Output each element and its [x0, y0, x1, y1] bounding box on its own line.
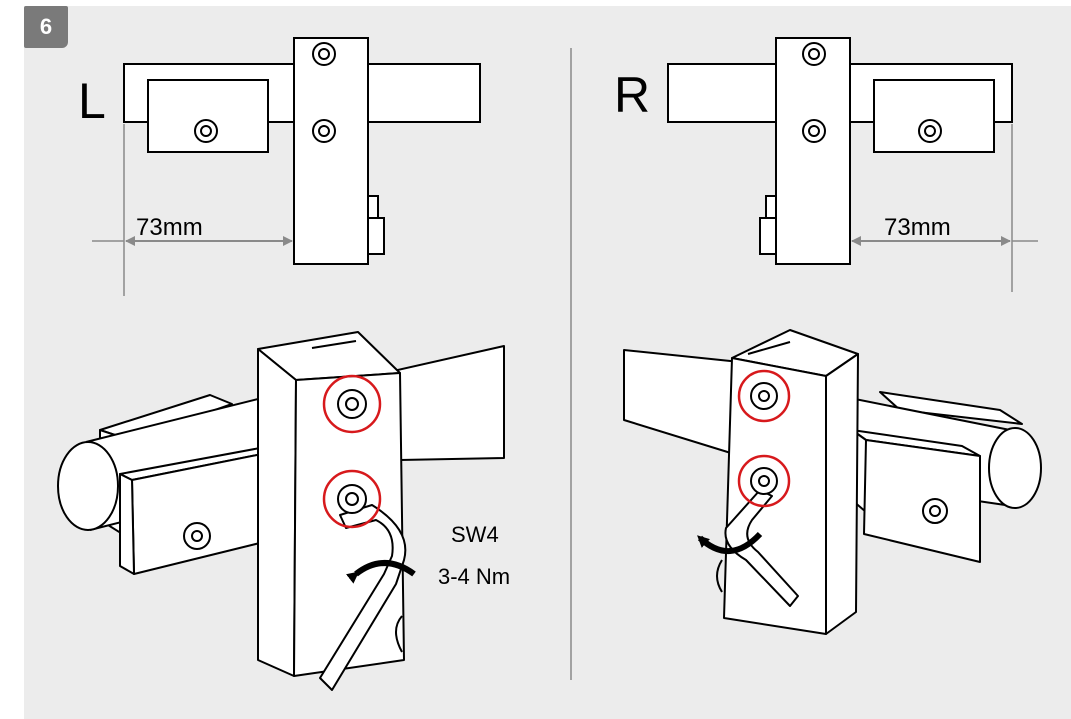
- hex-bolt-icon: [750, 382, 948, 524]
- tool-size-label: SW4: [451, 522, 499, 547]
- rotation-arrow-icon: [346, 560, 416, 584]
- right-isometric-view: [623, 329, 1042, 635]
- left-side-label: L: [78, 73, 106, 129]
- bolt-highlight: [737, 369, 791, 508]
- step-number-badge: 6: [24, 6, 68, 48]
- hex-bolt-icon: [802, 42, 942, 143]
- hex-bolt-icon: [183, 389, 367, 550]
- right-dimension-label: 73mm: [884, 214, 951, 241]
- left-top-view: [123, 37, 481, 265]
- left-isometric-view: [57, 331, 505, 691]
- rotation-arrow-icon: [697, 531, 763, 555]
- right-side-label: R: [614, 67, 650, 123]
- left-dimension-label: 73mm: [136, 214, 203, 241]
- right-top-view: [667, 37, 1013, 265]
- bolt-highlight: [322, 374, 382, 529]
- torque-label: 3-4 Nm: [438, 564, 510, 589]
- hex-bolt-icon: [194, 42, 336, 143]
